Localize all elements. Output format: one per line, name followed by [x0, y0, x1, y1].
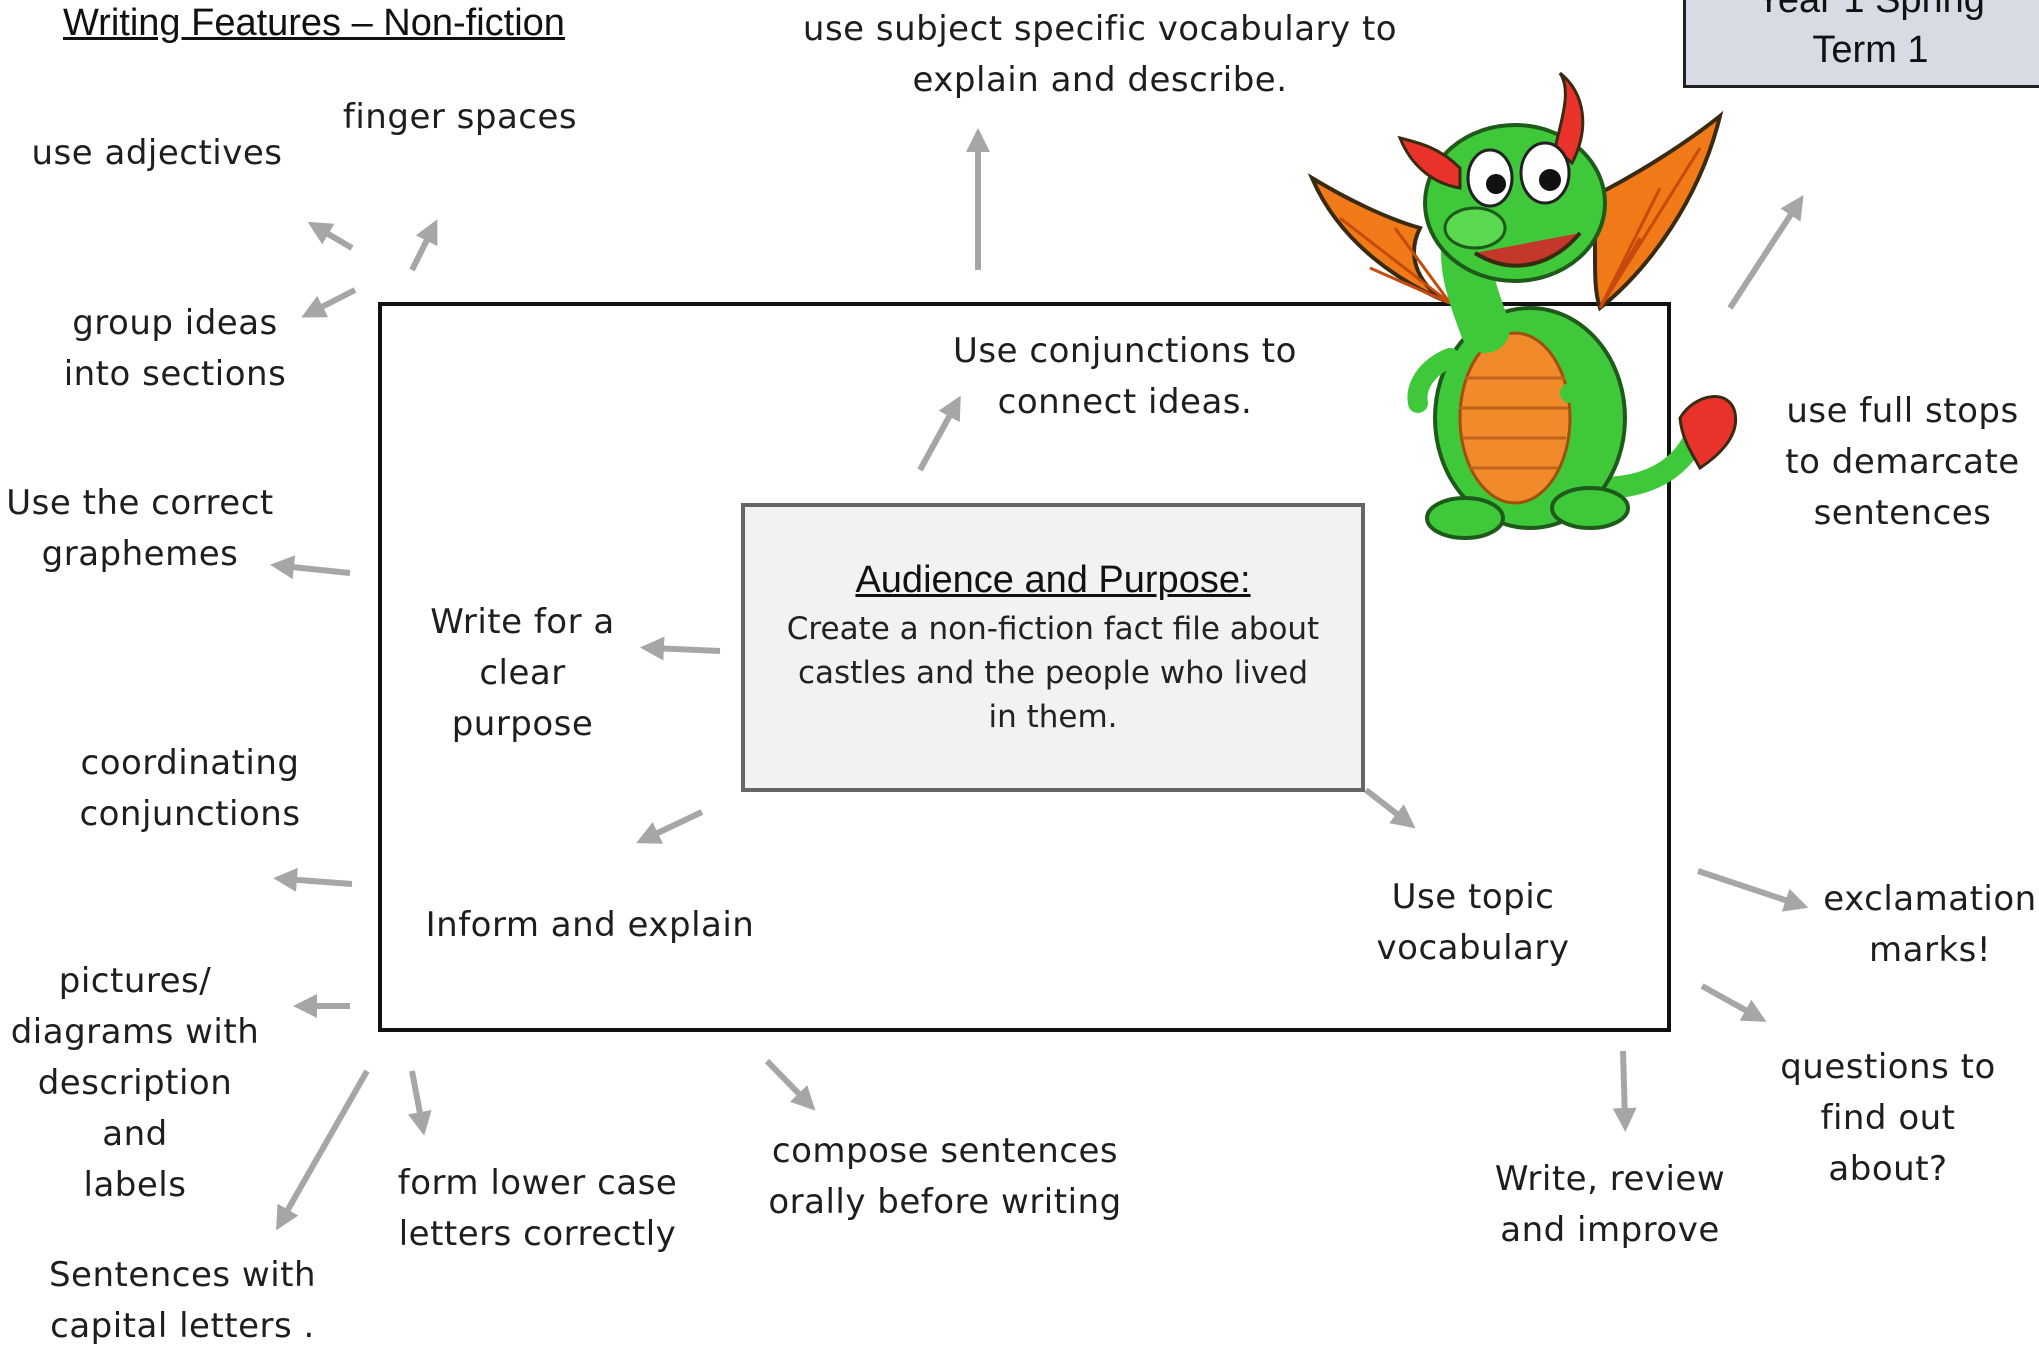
arrow-topic-vocab	[1364, 787, 1416, 829]
term-badge: Year 1 Spring Term 1	[1683, 0, 2039, 88]
label-lower-case: form lower case letters correctly	[397, 1163, 678, 1254]
label-inform-explain: Inform and explain	[425, 905, 755, 945]
arrow-write-review	[1612, 1050, 1637, 1132]
label-questions: questions to find out about?	[1780, 1047, 1996, 1189]
features-frame	[378, 302, 1671, 1032]
label-topic-vocab: Use topic vocabulary	[1376, 877, 1570, 968]
arrow-questions	[1700, 983, 1767, 1022]
label-full-stops: use full stops to demarcate sentences	[1785, 391, 2020, 533]
arrow-group-ideas	[301, 287, 357, 318]
label-clear-purpose: Write for a clear purpose	[430, 602, 615, 744]
page-title: Writing Features – Non-fiction	[63, 2, 565, 44]
dragon-icon	[1307, 71, 1738, 540]
label-pictures: pictures/ diagrams with description and …	[10, 961, 260, 1205]
label-graphemes: Use the correct graphemes	[6, 483, 274, 574]
arrow-graphemes	[270, 555, 351, 580]
arrow-exclamation	[1697, 868, 1809, 912]
label-write-review: Write, review and improve	[1494, 1159, 1726, 1250]
audience-purpose-heading: Audience and Purpose:	[855, 559, 1251, 601]
label-coordinating: coordinating conjunctions	[79, 743, 301, 834]
label-sentences-capitals: Sentences with capital letters .	[48, 1255, 317, 1346]
arrow-sentences	[276, 1069, 370, 1231]
label-group-ideas: group ideas into sections	[63, 303, 287, 394]
arrow-lower-case	[407, 1070, 432, 1136]
arrow-clear-purpose	[640, 636, 721, 661]
label-finger-spaces: finger spaces	[342, 97, 578, 137]
label-adjectives: use adjectives	[31, 133, 283, 173]
arrow-inform	[636, 809, 704, 844]
arrow-finger-spaces	[409, 219, 438, 272]
term-label: Year 1 Spring Term 1	[1756, 0, 1985, 71]
arrow-adjectives	[307, 221, 354, 251]
label-compose-orally: compose sentences orally before writing	[768, 1131, 1122, 1222]
audience-purpose-text: Create a non-fiction fact file about cas…	[786, 611, 1320, 735]
audience-purpose-box: Audience and Purpose: Create a non-ficti…	[741, 503, 1365, 792]
arrow-full-stops	[1727, 194, 1804, 310]
arrow-compose	[764, 1058, 816, 1111]
arrow-coordinating	[273, 867, 353, 892]
label-exclamation: exclamation marks!	[1823, 879, 2037, 970]
label-conjunctions: Use conjunctions to connect ideas.	[953, 331, 1297, 422]
label-subject-vocab: use subject specific vocabulary to expla…	[802, 9, 1398, 100]
arrow-conjunctions	[917, 395, 961, 472]
